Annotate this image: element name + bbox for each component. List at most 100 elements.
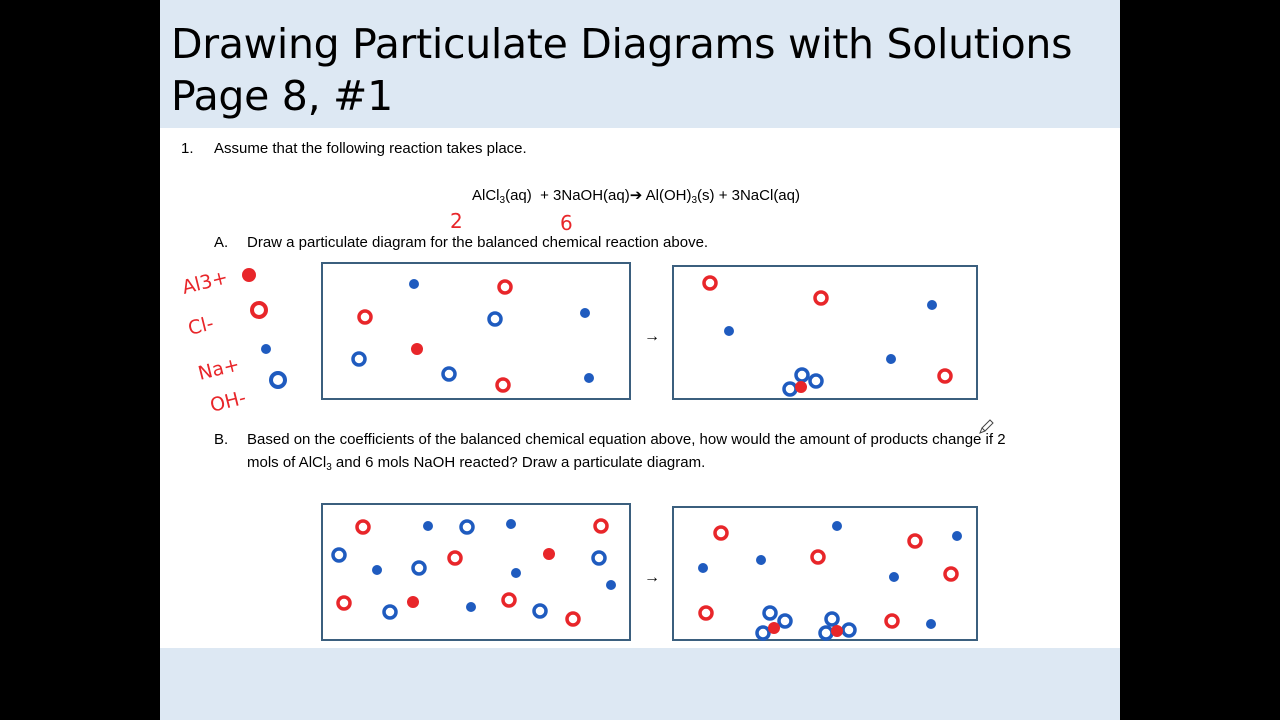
- part-a-label: A.: [214, 234, 229, 251]
- oh-ion-particle: [441, 366, 457, 382]
- na-ion-particle: [756, 555, 766, 565]
- na-ion-particle: [506, 519, 516, 529]
- na-ion-particle: [466, 602, 476, 612]
- na-ion-particle: [724, 326, 734, 336]
- na-ion-particle: [423, 521, 433, 531]
- cl-ion-particle: [497, 279, 513, 295]
- title-line-1: Drawing Particulate Diagrams with Soluti…: [171, 20, 1073, 68]
- legend-label-oh: OH-: [208, 387, 248, 417]
- handwritten-coef-6: 6: [560, 211, 573, 235]
- oh-ion-particle: [818, 625, 834, 641]
- oh-ion-particle: [411, 560, 427, 576]
- legend-label-al: Al3+: [180, 266, 230, 299]
- cl-ion-particle: [702, 275, 718, 291]
- cl-ion-particle: [813, 290, 829, 306]
- title-line-2: Page 8, #1: [171, 72, 393, 120]
- oh-ion-particle: [487, 311, 503, 327]
- na-ion-particle: [927, 300, 937, 310]
- cl-ion-particle: [495, 377, 511, 393]
- al-ion-particle: [768, 622, 780, 634]
- na-ion-particle: [511, 568, 521, 578]
- eq-reactant-1: AlCl: [472, 187, 500, 204]
- diagram-a-products-box: [672, 265, 978, 400]
- al-ion-particle: [407, 596, 419, 608]
- cl-ion-particle: [336, 595, 352, 611]
- cl-ion-particle: [565, 611, 581, 627]
- part-b-line-2-sub: 3: [326, 462, 332, 473]
- oh-ion-particle: [777, 613, 793, 629]
- oh-ion-particle: [808, 373, 824, 389]
- na-ion-particle: [606, 580, 616, 590]
- legend-oh-ring: [269, 371, 287, 389]
- eq-reactant-1-state: (aq): [505, 187, 532, 204]
- oh-ion-particle: [382, 604, 398, 620]
- eq-product-state: (s) + 3NaCl(aq): [697, 187, 800, 204]
- cl-ion-particle: [907, 533, 923, 549]
- al-ion-particle: [411, 343, 423, 355]
- eq-reactant-2: + 3NaOH(aq): [540, 187, 630, 204]
- na-ion-particle: [372, 565, 382, 575]
- legend-cl-ring: [250, 301, 268, 319]
- cl-ion-particle: [884, 613, 900, 629]
- cl-ion-particle: [713, 525, 729, 541]
- particle-overlay: 2 6 Al3+ Cl- Na+ OH-: [180, 209, 994, 641]
- part-b-line-2b: and 6 mols NaOH reacted? Draw a particul…: [331, 454, 706, 471]
- na-ion-particle: [580, 308, 590, 318]
- question-number: 1.: [181, 140, 194, 157]
- legend-label-cl: Cl-: [186, 312, 216, 339]
- cl-ion-particle: [593, 518, 609, 534]
- oh-ion-particle: [591, 550, 607, 566]
- oh-ion-particle: [351, 351, 367, 367]
- oh-ion-particle: [794, 367, 810, 383]
- part-a-text: Draw a particulate diagram for the balan…: [247, 234, 709, 251]
- al-ion-particle: [795, 381, 807, 393]
- cl-ion-particle: [501, 592, 517, 608]
- eq-product-1: Al(OH): [645, 187, 692, 204]
- na-ion-particle: [584, 373, 594, 383]
- part-b-line-1: Based on the coefficients of the balance…: [247, 431, 1006, 448]
- oh-ion-particle: [762, 605, 778, 621]
- legend-symbols: [242, 268, 287, 389]
- cl-ion-particle: [943, 566, 959, 582]
- legend-na-dot: [261, 344, 271, 354]
- question-prompt: Assume that the following reaction takes…: [214, 140, 527, 157]
- oh-ion-particle: [755, 625, 771, 641]
- oh-ion-particle: [532, 603, 548, 619]
- na-ion-particle: [886, 354, 896, 364]
- na-ion-particle: [889, 572, 899, 582]
- diagram-a-reactants-box: [321, 262, 631, 400]
- eq-product-1-sub: 3: [691, 195, 698, 206]
- slide: Drawing Particulate Diagrams with Soluti…: [160, 0, 1120, 720]
- chemical-equation: AlCl3(aq) + 3NaOH(aq)➔ Al(OH)3(s) + 3NaC…: [472, 186, 800, 206]
- pencil-cursor-icon: [979, 419, 994, 434]
- oh-ion-particle: [782, 381, 798, 397]
- part-b-label: B.: [214, 431, 229, 448]
- legend-label-na: Na+: [196, 353, 242, 384]
- oh-ion-particle: [841, 622, 857, 638]
- legend-al-dot: [242, 268, 256, 282]
- na-ion-particle: [698, 563, 708, 573]
- diagram-b-arrow: →: [644, 569, 660, 586]
- slide-title: Drawing Particulate Diagrams with Soluti…: [171, 18, 1072, 122]
- oh-ion-particle: [824, 611, 840, 627]
- cl-ion-particle: [810, 549, 826, 565]
- cl-ion-particle: [447, 550, 463, 566]
- particles: [331, 275, 962, 641]
- cl-ion-particle: [355, 519, 371, 535]
- al-ion-particle: [543, 548, 555, 560]
- cl-ion-particle: [357, 309, 373, 325]
- part-b-line-2: mols of AlCl3 and 6 mols NaOH reacted? D…: [247, 454, 706, 473]
- oh-ion-particle: [459, 519, 475, 535]
- cl-ion-particle: [698, 605, 714, 621]
- na-ion-particle: [926, 619, 936, 629]
- eq-reactant-1-sub: 3: [499, 195, 506, 206]
- na-ion-particle: [832, 521, 842, 531]
- part-b-line-2a: mols of AlCl: [247, 454, 327, 471]
- diagram-a-arrow: →: [644, 328, 660, 345]
- oh-ion-particle: [331, 547, 347, 563]
- na-ion-particle: [409, 279, 419, 289]
- eq-arrow: ➔: [629, 187, 643, 204]
- al-ion-particle: [831, 625, 843, 637]
- na-ion-particle: [952, 531, 962, 541]
- handwritten-coef-2: 2: [450, 209, 463, 233]
